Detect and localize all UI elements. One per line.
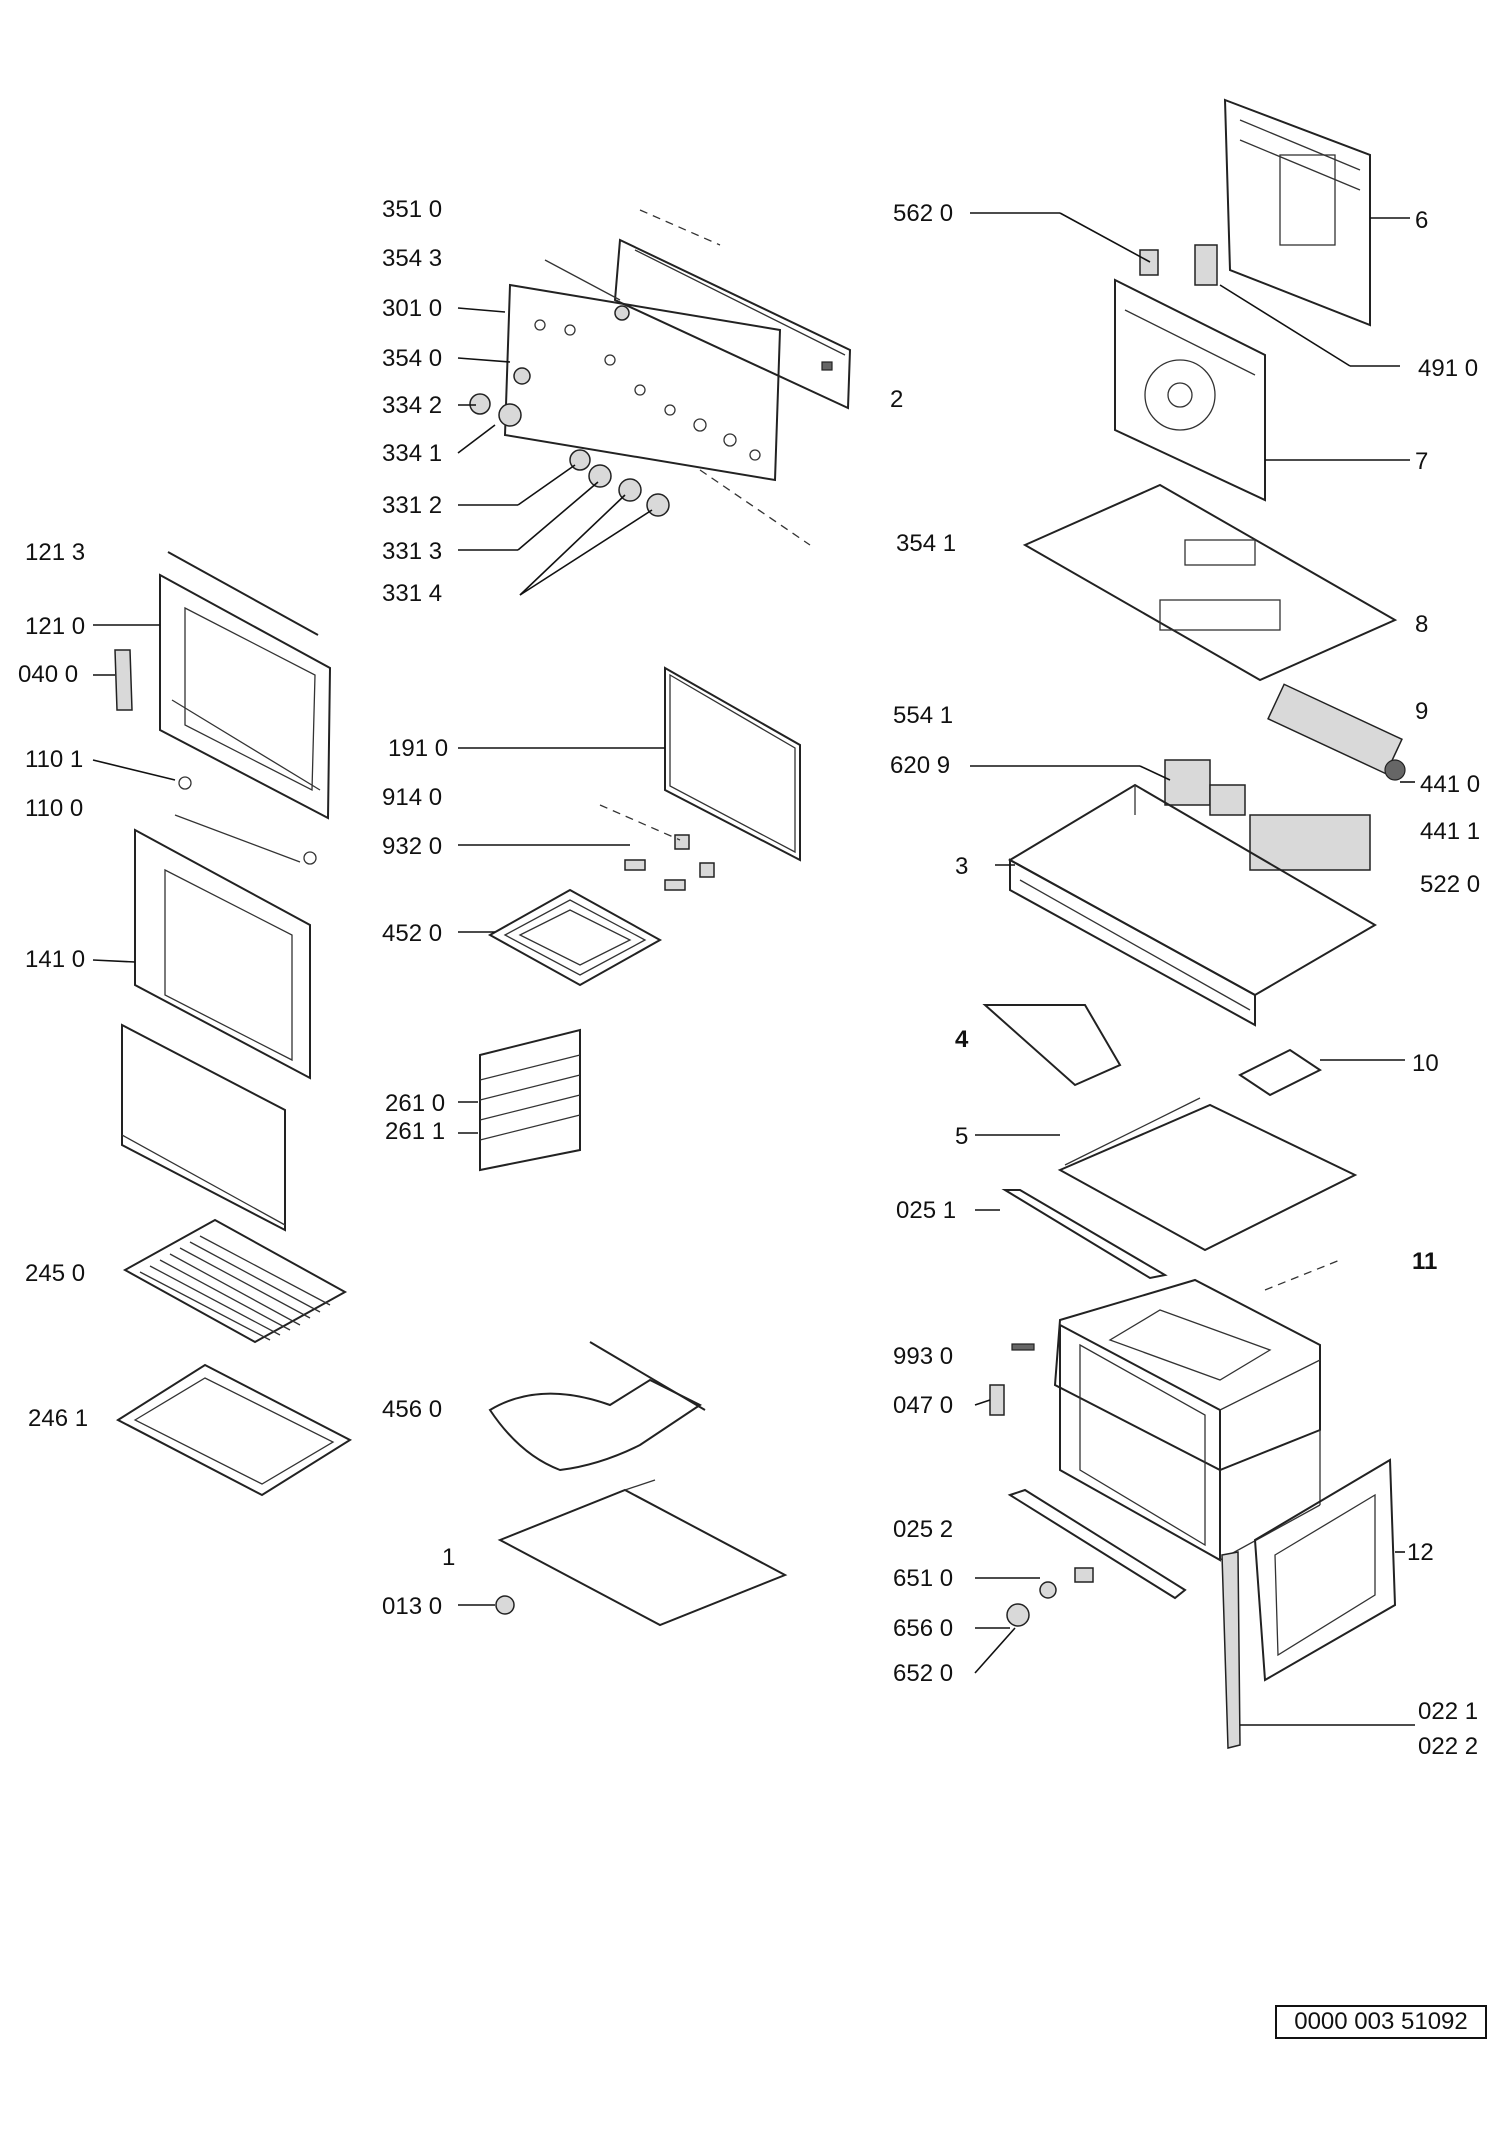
drawing-code-box: 0000 003 51092 — [1275, 2005, 1487, 2039]
part-label-491-0: 491 0 — [1418, 355, 1479, 382]
part-label-354-3: 354 3 — [382, 245, 443, 272]
baking-tray-part — [115, 1363, 353, 1497]
part-label-191-0: 191 0 — [388, 735, 449, 762]
oven-cavity-part — [1053, 1259, 1341, 1562]
control-panel-part — [503, 209, 852, 546]
part-label-562-0: 562 0 — [893, 200, 954, 227]
side-door-part — [1253, 1458, 1397, 1682]
part-label-4: 4 — [955, 1026, 969, 1053]
tangential-fan-part — [1164, 683, 1406, 871]
fan-housing-part — [1114, 244, 1266, 502]
part-label-554-1: 554 1 — [893, 702, 954, 729]
part-label-013-0: 013 0 — [382, 1593, 443, 1620]
part-label-331-4: 331 4 — [382, 580, 443, 607]
part-label-246-1: 246 1 — [28, 1405, 89, 1432]
frame-housing-part — [1007, 783, 1377, 1027]
back-panel-part — [1223, 98, 1371, 327]
part-label-10: 10 — [1412, 1050, 1439, 1077]
part-label-261-1: 261 1 — [385, 1118, 446, 1145]
part-label-522-0: 522 0 — [1420, 871, 1481, 898]
door-outer-part — [114, 551, 332, 820]
part-label-914-0: 914 0 — [382, 784, 443, 811]
part-label-121-0: 121 0 — [25, 613, 86, 640]
part-label-620-9: 620 9 — [890, 752, 951, 779]
part-label-3: 3 — [955, 853, 969, 880]
part-label-047-0: 047 0 — [893, 1392, 954, 1419]
part-label-334-2: 334 2 — [382, 392, 443, 419]
glass-plate-part — [664, 666, 801, 862]
bracket-10-part — [1238, 1048, 1322, 1097]
part-label-245-0: 245 0 — [25, 1260, 86, 1287]
part-label-12: 12 — [1407, 1539, 1434, 1566]
part-label-025-2: 025 2 — [893, 1516, 954, 1543]
part-label-331-2: 331 2 — [382, 492, 443, 519]
part-label-110-1: 110 1 — [25, 746, 84, 773]
part-label-932-0: 932 0 — [382, 833, 443, 860]
part-label-9: 9 — [1415, 698, 1429, 725]
part-label-334-1: 334 1 — [382, 440, 443, 467]
part-label-11: 11 — [1412, 1248, 1438, 1275]
rail-025-2-part — [1007, 1488, 1187, 1600]
part-label-652-0: 652 0 — [893, 1660, 954, 1687]
part-label-5: 5 — [955, 1123, 969, 1150]
part-label-456-0: 456 0 — [382, 1396, 443, 1423]
part-label-651-0: 651 0 — [893, 1565, 954, 1592]
part-label-022-1: 022 1 — [1418, 1698, 1479, 1725]
knobs-part — [469, 305, 670, 517]
part-label-2: 2 — [890, 386, 904, 413]
part-label-8: 8 — [1415, 611, 1429, 638]
grid-shelf-part — [122, 1218, 348, 1344]
part-label-1: 1 — [442, 1544, 456, 1571]
part-label-261-0: 261 0 — [385, 1090, 446, 1117]
small-parts-right — [989, 1343, 1094, 1627]
part-label-6: 6 — [1415, 207, 1429, 234]
part-label-301-0: 301 0 — [382, 295, 443, 322]
leader-lines — [92, 212, 1415, 1726]
part-label-121-3: 121 3 — [25, 539, 86, 566]
part-label-141-0: 141 0 — [25, 946, 86, 973]
deflector-part — [982, 1004, 1122, 1087]
part-label-441-0: 441 0 — [1420, 771, 1481, 798]
part-label-656-0: 656 0 — [893, 1615, 954, 1642]
bottom-plate-5-part — [1001, 1097, 1358, 1280]
part-label-331-3: 331 3 — [382, 538, 443, 565]
hinge-022-part — [1221, 1551, 1241, 1749]
part-label-354-1: 354 1 — [896, 530, 957, 557]
door-inner-glass-part — [121, 776, 317, 1232]
part-label-452-0: 452 0 — [382, 920, 443, 947]
grill-element-part — [488, 1341, 706, 1472]
heating-element-part — [487, 804, 715, 987]
part-label-7: 7 — [1415, 448, 1429, 475]
top-cover-part — [1022, 483, 1398, 682]
bottom-plate-part — [495, 1479, 788, 1627]
part-label-441-1: 441 1 — [1420, 818, 1481, 845]
part-label-993-0: 993 0 — [893, 1343, 954, 1370]
part-label-022-2: 022 2 — [1418, 1733, 1479, 1760]
part-label-351-0: 351 0 — [382, 196, 443, 223]
part-label-040-0: 040 0 — [18, 661, 79, 688]
part-label-025-1: 025 1 — [896, 1197, 957, 1224]
part-label-354-0: 354 0 — [382, 345, 443, 372]
side-racks-part — [479, 1028, 581, 1172]
part-label-110-0: 110 0 — [25, 795, 84, 822]
